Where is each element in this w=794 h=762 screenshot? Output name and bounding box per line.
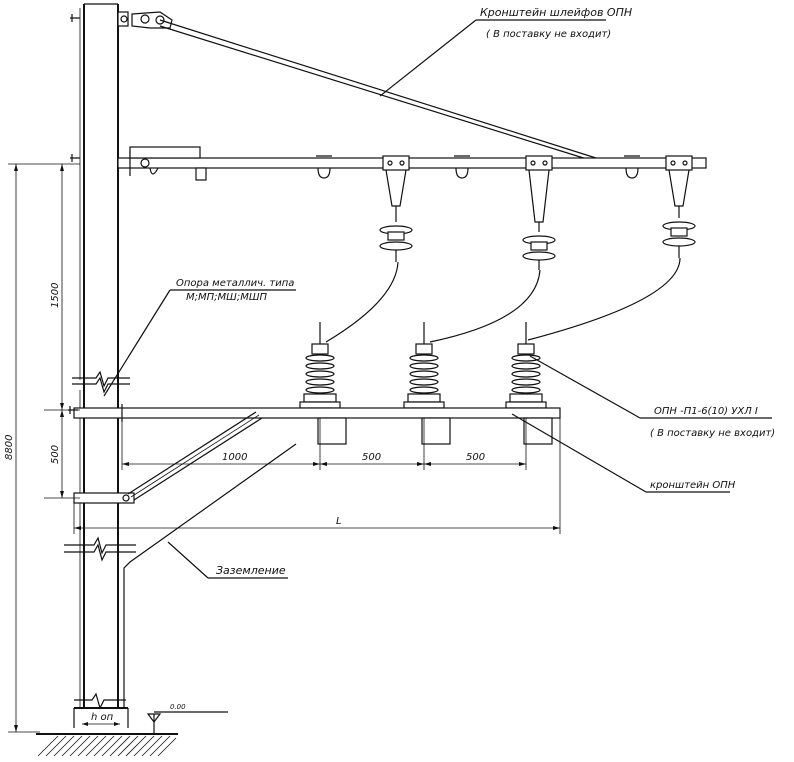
ground-level-mark: 0.00 [146, 703, 228, 734]
callout-arrester-bracket: кронштейн ОПН [511, 413, 736, 493]
ground-level-label: 0.00 [170, 703, 186, 711]
suspension-insulator-3 [662, 155, 696, 258]
callout-grounding: Заземление [123, 443, 297, 708]
dimension-total-height: 8800 [4, 163, 80, 733]
loop-wires [325, 257, 681, 343]
arrester-bracket [68, 404, 561, 504]
dimension-arrester-spacing: 500 500 [320, 418, 527, 470]
dimension-brace-length-label: 1000 [222, 452, 247, 463]
callout-arrester-label: ОПН -П1-6(10) УХЛ I [654, 406, 758, 417]
callout-pole: Опора металлич. типа М;МП;МШ;МШП [103, 278, 296, 397]
dimension-arrester-spacing-2-label: 500 [466, 452, 485, 463]
callout-grounding-label: Заземление [216, 564, 286, 577]
dimension-lower-span-label: 500 [50, 445, 61, 464]
surge-arrester-1 [299, 322, 341, 409]
dimension-lower-span: 500 [44, 410, 80, 499]
suspension-insulator-2 [522, 155, 556, 270]
foundation-depth-label: h оп [91, 712, 114, 723]
suspension-insulator-1 [379, 155, 413, 262]
callout-arrester-note: ( В поставку не входит) [650, 428, 775, 439]
dimension-arrester-spacing-1-label: 500 [362, 452, 381, 463]
dimension-bracket-length: L [73, 418, 561, 534]
foundation-depth-dimension: h оп [82, 712, 120, 726]
dimension-brace-length: 1000 [121, 418, 321, 470]
dimension-bracket-length-label: L [336, 516, 342, 527]
callout-pole-label: Опора металлич. типа [176, 278, 294, 289]
bracket-loops [70, 11, 707, 181]
dimension-upper-span: 1500 [44, 164, 80, 411]
callout-arrester-bracket-label: кронштейн ОПН [650, 480, 736, 491]
dimension-total-height-label: 8800 [4, 435, 15, 460]
callout-pole-types: М;МП;МШ;МШП [186, 292, 268, 303]
pole [64, 3, 136, 728]
callout-bracket-loops-note: ( В поставку не входит) [486, 29, 611, 40]
ground-surface [36, 733, 178, 757]
callout-arrester: ОПН -П1-6(10) УХЛ I ( В поставку не вход… [529, 355, 775, 439]
dimension-upper-span-label: 1500 [50, 283, 61, 308]
callout-bracket-loops: Кронштейн шлейфов ОПН ( В поставку не вх… [379, 6, 632, 97]
surge-arrester-3 [505, 322, 547, 409]
surge-arrester-2 [403, 322, 445, 409]
callout-bracket-loops-label: Кронштейн шлейфов ОПН [480, 6, 632, 19]
